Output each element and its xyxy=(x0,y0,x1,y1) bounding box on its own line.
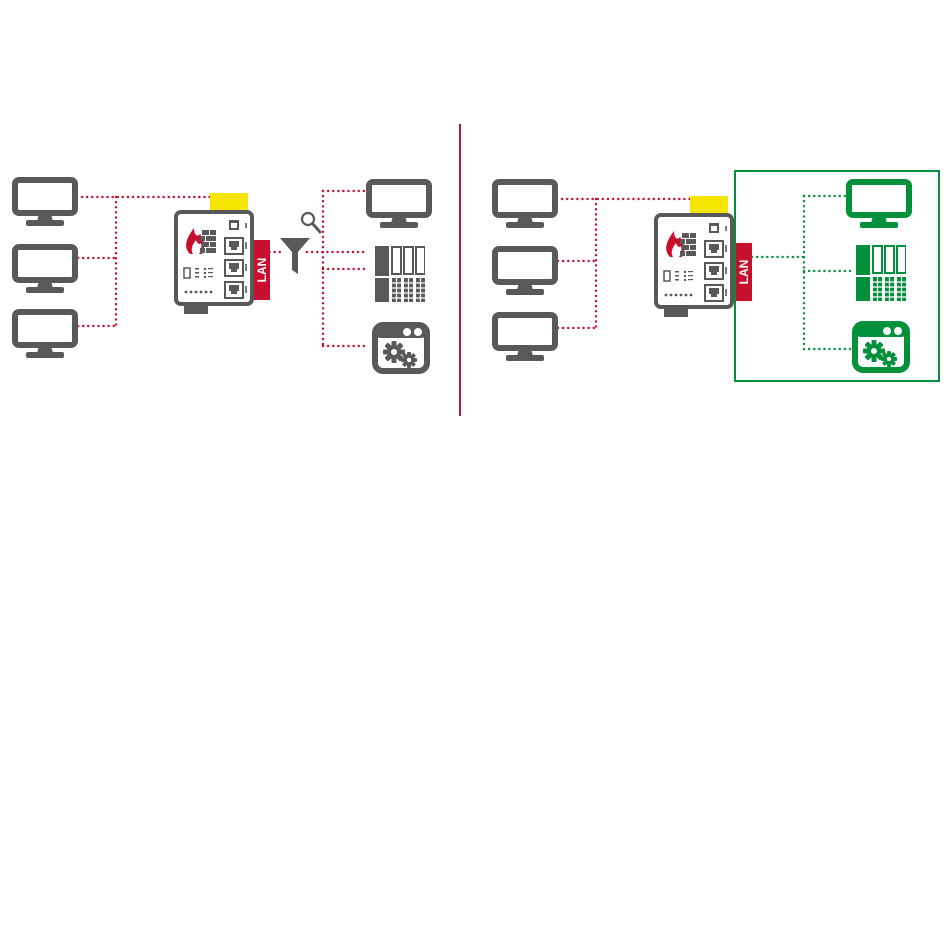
application-gears-icon xyxy=(375,325,427,371)
monitor-icon xyxy=(495,249,555,295)
monitor-icon xyxy=(15,312,75,358)
wan-tag xyxy=(690,196,728,213)
monitor-icon xyxy=(495,315,555,361)
lan-tag: LAN xyxy=(254,240,270,300)
lan-tag: LAN xyxy=(736,243,752,301)
monitor-icon xyxy=(369,182,429,228)
wan-tag xyxy=(210,193,248,210)
application-gears-icon xyxy=(855,324,907,370)
panel-without-segmentation: LAN xyxy=(15,180,429,371)
lan-label: LAN xyxy=(737,260,751,285)
monitor-icon xyxy=(495,182,555,228)
server-rack-icon xyxy=(375,246,425,302)
firewall-icon xyxy=(176,212,252,314)
lan-label: LAN xyxy=(255,258,269,283)
server-rack-icon xyxy=(856,245,906,301)
firewall-icon xyxy=(656,215,732,317)
monitor-icon xyxy=(15,180,75,226)
green-dotted-links xyxy=(752,196,852,349)
panel-with-segmentation: LAN xyxy=(495,171,939,381)
monitor-icon xyxy=(849,182,909,228)
magnifier-icon xyxy=(302,213,320,232)
monitor-icon xyxy=(15,247,75,293)
filter-funnel-icon xyxy=(280,238,310,274)
